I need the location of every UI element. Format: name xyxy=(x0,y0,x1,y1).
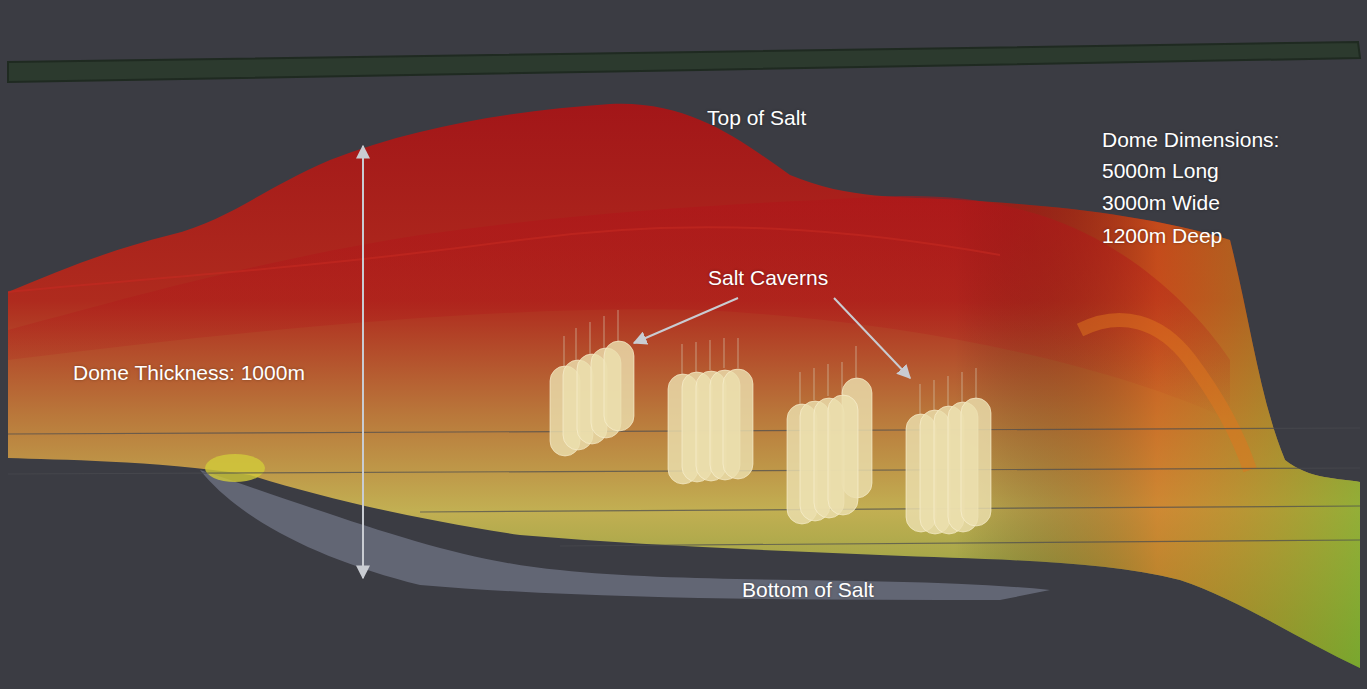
label-text: 5000m Long xyxy=(1102,158,1219,183)
label-text: Bottom of Salt xyxy=(742,577,874,602)
label-text: Dome Thickness: 1000m xyxy=(73,360,305,385)
dimension-arrow xyxy=(362,146,364,578)
label-text: Dome Dimensions: xyxy=(1102,127,1279,152)
cavern-group xyxy=(550,310,991,534)
label-text: Salt Caverns xyxy=(708,265,828,290)
label-text: Top of Salt xyxy=(707,105,806,130)
leader-line xyxy=(634,298,738,343)
label-text: 1200m Deep xyxy=(1102,223,1222,248)
leader-line xyxy=(834,298,910,378)
label-text: 3000m Wide xyxy=(1102,190,1220,215)
